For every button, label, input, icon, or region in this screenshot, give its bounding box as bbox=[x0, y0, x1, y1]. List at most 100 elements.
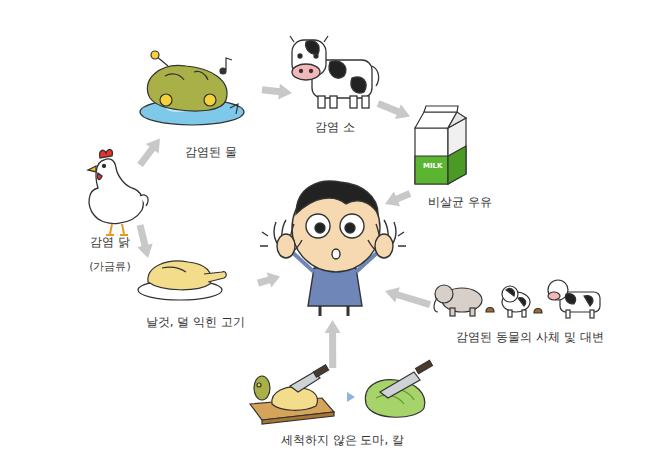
cow-figure-part bbox=[292, 64, 320, 80]
animals-figure-part bbox=[548, 292, 560, 300]
flow-arrow bbox=[378, 104, 410, 120]
cow-figure-part bbox=[350, 96, 357, 108]
milk-carton-part bbox=[415, 128, 448, 184]
animals-figure-part bbox=[584, 296, 593, 306]
water-figure-part bbox=[160, 94, 172, 106]
chicken-figure-part bbox=[100, 149, 113, 158]
milk-carton-part bbox=[448, 118, 466, 184]
cow-figure-part bbox=[318, 96, 325, 108]
raw-meat bbox=[138, 261, 226, 300]
node-label: 감염된 동물의 사체 및 대변 bbox=[456, 329, 603, 345]
arrow-head bbox=[395, 104, 410, 119]
animals-figure-part bbox=[470, 308, 475, 316]
cow-figure-part bbox=[329, 61, 346, 78]
cutting-board-part bbox=[254, 376, 270, 400]
chicken-figure-part bbox=[140, 195, 148, 206]
arrow-head bbox=[146, 138, 160, 153]
flow-arrow bbox=[325, 320, 341, 368]
person-figure-part bbox=[340, 214, 364, 238]
node-label: 비살균 우유 bbox=[428, 194, 492, 210]
cow-figure bbox=[290, 36, 379, 108]
animals-figure-part bbox=[502, 286, 518, 302]
milk-carton-part bbox=[415, 156, 448, 184]
person-figure-part bbox=[277, 234, 295, 258]
flow-arrow bbox=[385, 287, 430, 305]
arrow-shaft bbox=[378, 104, 399, 112]
animals-figure-part bbox=[560, 292, 600, 312]
flow-arrow bbox=[137, 225, 153, 258]
arrow-head bbox=[137, 243, 153, 258]
chicken-figure-part bbox=[110, 224, 124, 234]
person-figure-part bbox=[375, 234, 393, 258]
board-node: 세척하지 않은 도마, 칼 bbox=[245, 368, 440, 448]
raw-meat-part bbox=[148, 261, 211, 290]
person-figure-part bbox=[260, 232, 406, 246]
cutting-board-part bbox=[416, 360, 433, 373]
cow-figure-part bbox=[372, 66, 379, 86]
node-label: 날것, 덜 익힌 고기 bbox=[146, 314, 245, 330]
person-figure-part bbox=[308, 268, 362, 306]
animals-figure-part bbox=[506, 288, 514, 296]
water-figure-part bbox=[220, 68, 226, 74]
cow-figure-part bbox=[290, 36, 328, 42]
animals-figure-part bbox=[565, 294, 575, 304]
animals-figure-part bbox=[522, 310, 526, 317]
cow-figure-part bbox=[298, 54, 302, 58]
raw-meat-part bbox=[162, 267, 186, 272]
cow-figure-part bbox=[351, 77, 366, 93]
water-figure-part bbox=[151, 51, 159, 59]
arrow-head bbox=[385, 287, 400, 302]
person-node bbox=[280, 175, 385, 320]
arrow-shaft bbox=[396, 294, 430, 304]
cutting-board-part bbox=[380, 372, 420, 398]
arrow-head bbox=[278, 84, 292, 100]
water-figure-part bbox=[147, 65, 227, 111]
milk-node: 비살균 우유 bbox=[410, 100, 510, 210]
arrow-shaft bbox=[140, 148, 153, 165]
meat-node: 날것, 덜 익힌 고기 bbox=[133, 258, 258, 330]
water-node: 감염된 물 bbox=[160, 52, 262, 160]
person-figure-part bbox=[332, 249, 340, 259]
cutting-board bbox=[250, 360, 432, 424]
animals-figure-part bbox=[518, 298, 526, 306]
arrow-shaft bbox=[396, 194, 410, 200]
cow-figure-part bbox=[310, 70, 313, 73]
flow-arrow bbox=[262, 84, 292, 100]
milk-carton-part bbox=[448, 112, 466, 128]
water-figure-part bbox=[204, 94, 216, 106]
animals-figure-part bbox=[566, 310, 570, 318]
node-label: 감염된 물 bbox=[185, 144, 237, 160]
arrow-head bbox=[325, 320, 341, 333]
arrow-head bbox=[385, 192, 400, 207]
arrow-shaft bbox=[140, 225, 145, 246]
milk-carton-part bbox=[448, 146, 466, 184]
water-figure-part bbox=[230, 104, 238, 114]
animals-figure-part bbox=[508, 310, 512, 317]
chicken-figure-part bbox=[89, 159, 143, 224]
chicken-figure-part bbox=[103, 165, 106, 168]
animals-figure-part bbox=[435, 285, 453, 303]
cow-node: 감염 소 bbox=[292, 30, 378, 135]
node-label: 세척하지 않은 도마, 칼 bbox=[281, 432, 404, 448]
animals-figure-part bbox=[486, 308, 494, 313]
cutting-board-part bbox=[347, 392, 355, 402]
animals-figure-part bbox=[590, 310, 594, 318]
person-figure-part bbox=[345, 223, 355, 233]
arrow-shaft bbox=[258, 280, 270, 284]
node-label: 감염 닭 bbox=[90, 234, 130, 250]
arrow-shaft bbox=[329, 332, 336, 368]
cutting-board-part bbox=[257, 383, 261, 387]
person-figure-part bbox=[306, 214, 330, 238]
animals-figure-part bbox=[450, 308, 455, 316]
arrow-head bbox=[267, 272, 280, 287]
water-figure-part bbox=[226, 58, 232, 70]
water-figure-part bbox=[165, 71, 208, 80]
flow-arrow bbox=[140, 138, 160, 165]
chicken-figure-part bbox=[88, 166, 96, 172]
person-figure-part bbox=[315, 223, 325, 233]
carton-text: MILK bbox=[423, 163, 442, 170]
flow-arrow bbox=[385, 192, 410, 207]
